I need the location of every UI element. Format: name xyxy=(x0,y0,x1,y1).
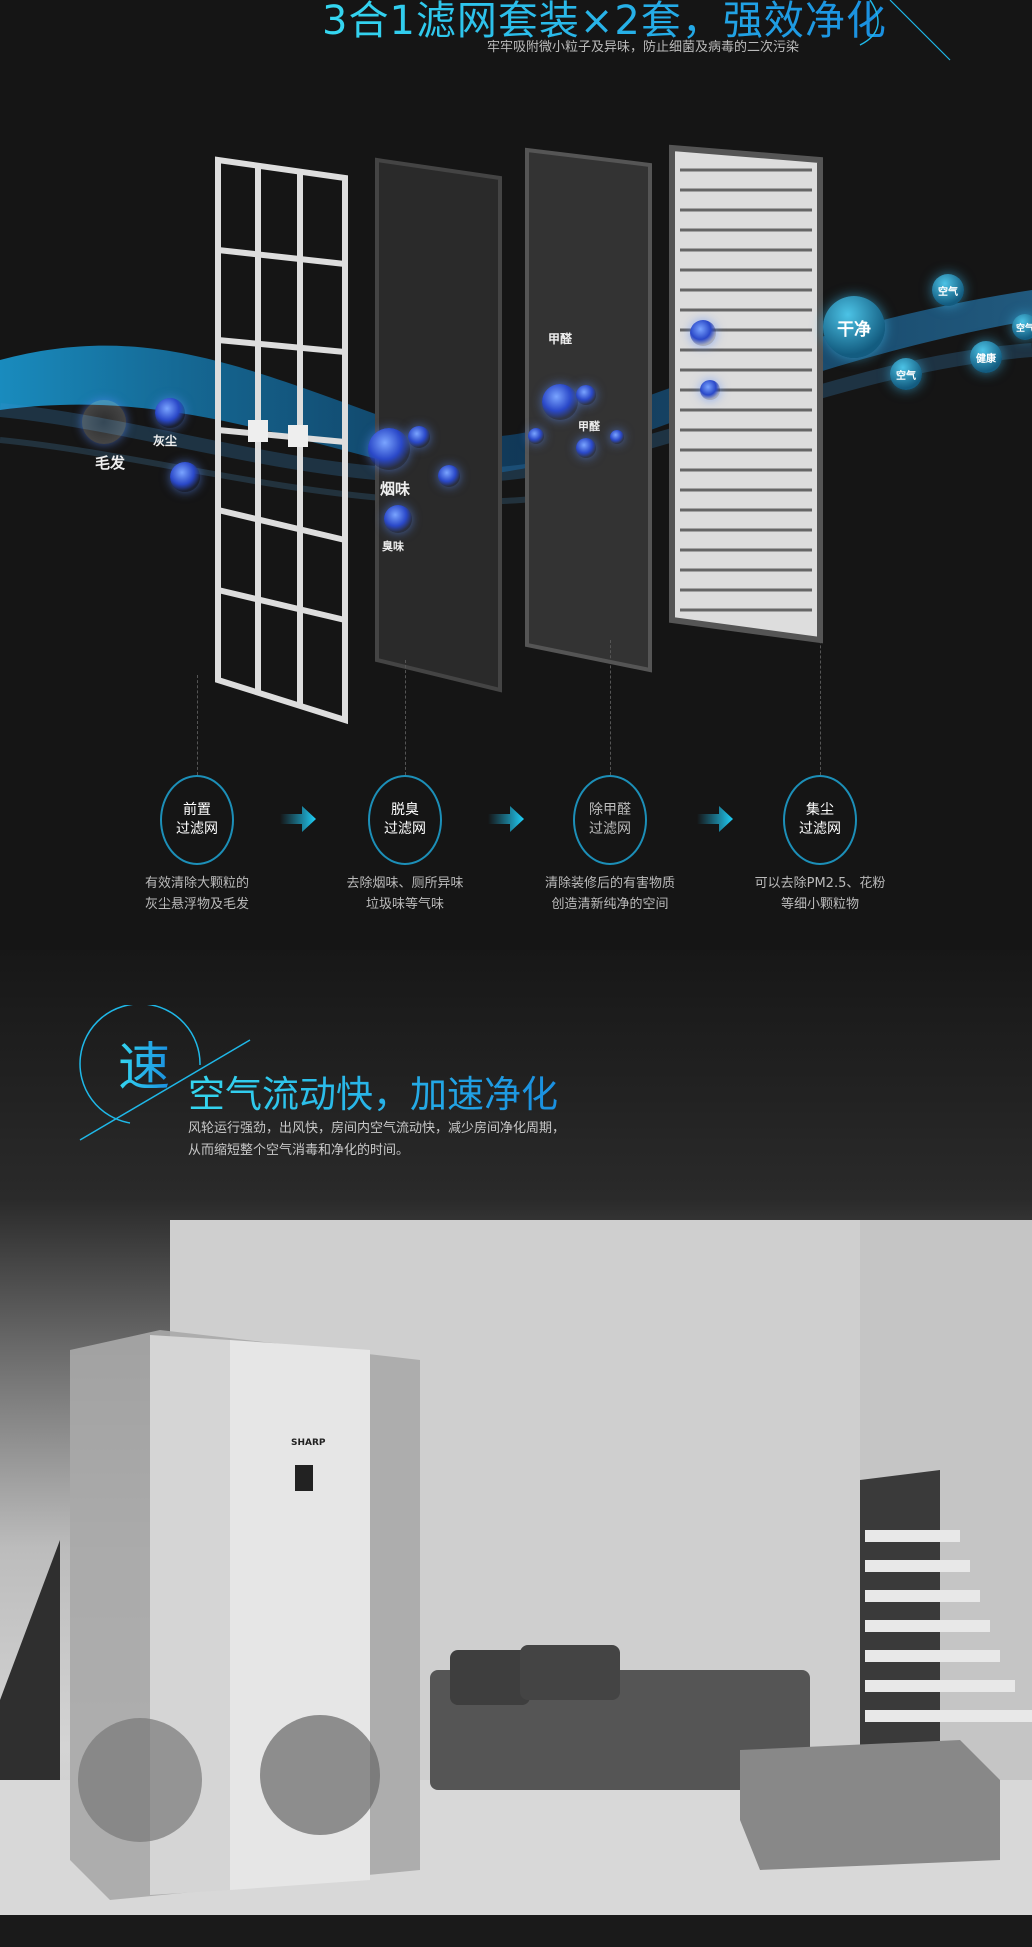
air-bubble: 空气 xyxy=(932,274,964,306)
speed-badge: 速 xyxy=(118,1025,170,1100)
leader-line xyxy=(820,620,821,775)
speed-section-title: 空气流动快，加速净化 xyxy=(188,1064,558,1118)
decorative-arc xyxy=(859,0,951,61)
step-name: 前置 xyxy=(183,802,211,818)
badge-arc xyxy=(79,1005,251,1141)
formaldehyde-bubble-icon xyxy=(576,438,596,458)
filter-set-illustration xyxy=(215,144,823,725)
air-purifier xyxy=(70,1330,420,1900)
leader-line xyxy=(197,675,198,775)
air-bubble: 空气 xyxy=(1012,314,1032,340)
step-name: 除甲醛 xyxy=(589,802,631,818)
bottom-bar xyxy=(0,1915,1032,1947)
dust-bubble-icon xyxy=(170,462,200,492)
arrow-right-icon xyxy=(280,806,316,832)
formaldehyde-bubble-icon xyxy=(576,385,596,405)
formaldehyde-bubble-icon xyxy=(542,384,578,420)
section-title: 3合1滤网套装×2套，强效净化 xyxy=(322,0,887,46)
step-name: 过滤网 xyxy=(384,821,426,837)
leader-line xyxy=(610,640,611,775)
particle-label-formaldehyde: 甲醛 xyxy=(578,420,600,433)
particle-label-formaldehyde: 甲醛 xyxy=(548,332,573,346)
step-name: 过滤网 xyxy=(799,821,841,837)
step-description: 有效清除大颗粒的灰尘悬浮物及毛发 xyxy=(144,876,249,912)
step-formaldehyde-filter: 除甲醛过滤网 xyxy=(573,775,647,865)
step-name: 集尘 xyxy=(806,802,834,818)
speed-section-description: 风轮运行强劲，出风快，房间内空气流动快，减少房间净化周期， xyxy=(188,1121,566,1136)
smoke-bubble-icon xyxy=(408,426,430,448)
brand-logo: SHARP xyxy=(291,1438,326,1448)
formaldehyde-bubble-icon xyxy=(528,428,544,444)
step-dust-filter: 集尘过滤网 xyxy=(783,775,857,865)
sofa xyxy=(430,1645,810,1790)
step-name: 过滤网 xyxy=(589,821,631,837)
deodorizing-filter xyxy=(375,157,502,693)
hepa-bubble-icon xyxy=(690,320,716,346)
hepa-bubble-icon xyxy=(700,380,720,400)
step-name: 过滤网 xyxy=(176,821,218,837)
particle-label-dust: 灰尘 xyxy=(153,434,178,448)
dust-bubble-icon xyxy=(155,398,185,428)
particle-label-odor: 臭味 xyxy=(382,540,404,553)
air-bubble: 空气 xyxy=(890,358,922,390)
arrow-right-icon xyxy=(697,806,733,832)
smoke-bubble-icon xyxy=(368,428,410,470)
formaldehyde-filter xyxy=(525,147,652,673)
hepa-filter xyxy=(669,144,823,644)
hair-bubble-icon xyxy=(82,400,126,444)
odor-bubble-icon xyxy=(384,505,412,533)
clean-bubble: 干净 xyxy=(823,296,885,358)
room-scene xyxy=(0,1220,1032,1920)
health-bubble: 健康 xyxy=(970,341,1002,373)
step-pre-filter: 前置过滤网 xyxy=(160,775,234,865)
leader-line xyxy=(405,660,406,775)
particle-label-smoke: 烟味 xyxy=(380,480,411,498)
section-subtitle: 牢牢吸附微小粒子及异味，防止细菌及病毒的二次污染 xyxy=(487,40,800,55)
step-description: 清除装修后的有害物质创造清新纯净的空间 xyxy=(544,876,675,912)
arrow-right-icon xyxy=(488,806,524,832)
step-deodorizing-filter: 脱臭过滤网 xyxy=(368,775,442,865)
pre-filter-grid xyxy=(215,156,348,725)
formaldehyde-bubble-icon xyxy=(610,430,624,444)
speed-section-description: 从而缩短整个空气消毒和净化的时间。 xyxy=(188,1143,410,1158)
step-name: 脱臭 xyxy=(391,802,419,818)
particle-label-hair: 毛发 xyxy=(95,454,126,472)
step-description: 可以去除PM2.5、花粉等细小颗粒物 xyxy=(754,876,886,912)
smoke-bubble-icon xyxy=(438,465,460,487)
ottoman xyxy=(740,1740,1000,1870)
step-description: 去除烟味、厕所异味垃圾味等气味 xyxy=(346,876,464,912)
